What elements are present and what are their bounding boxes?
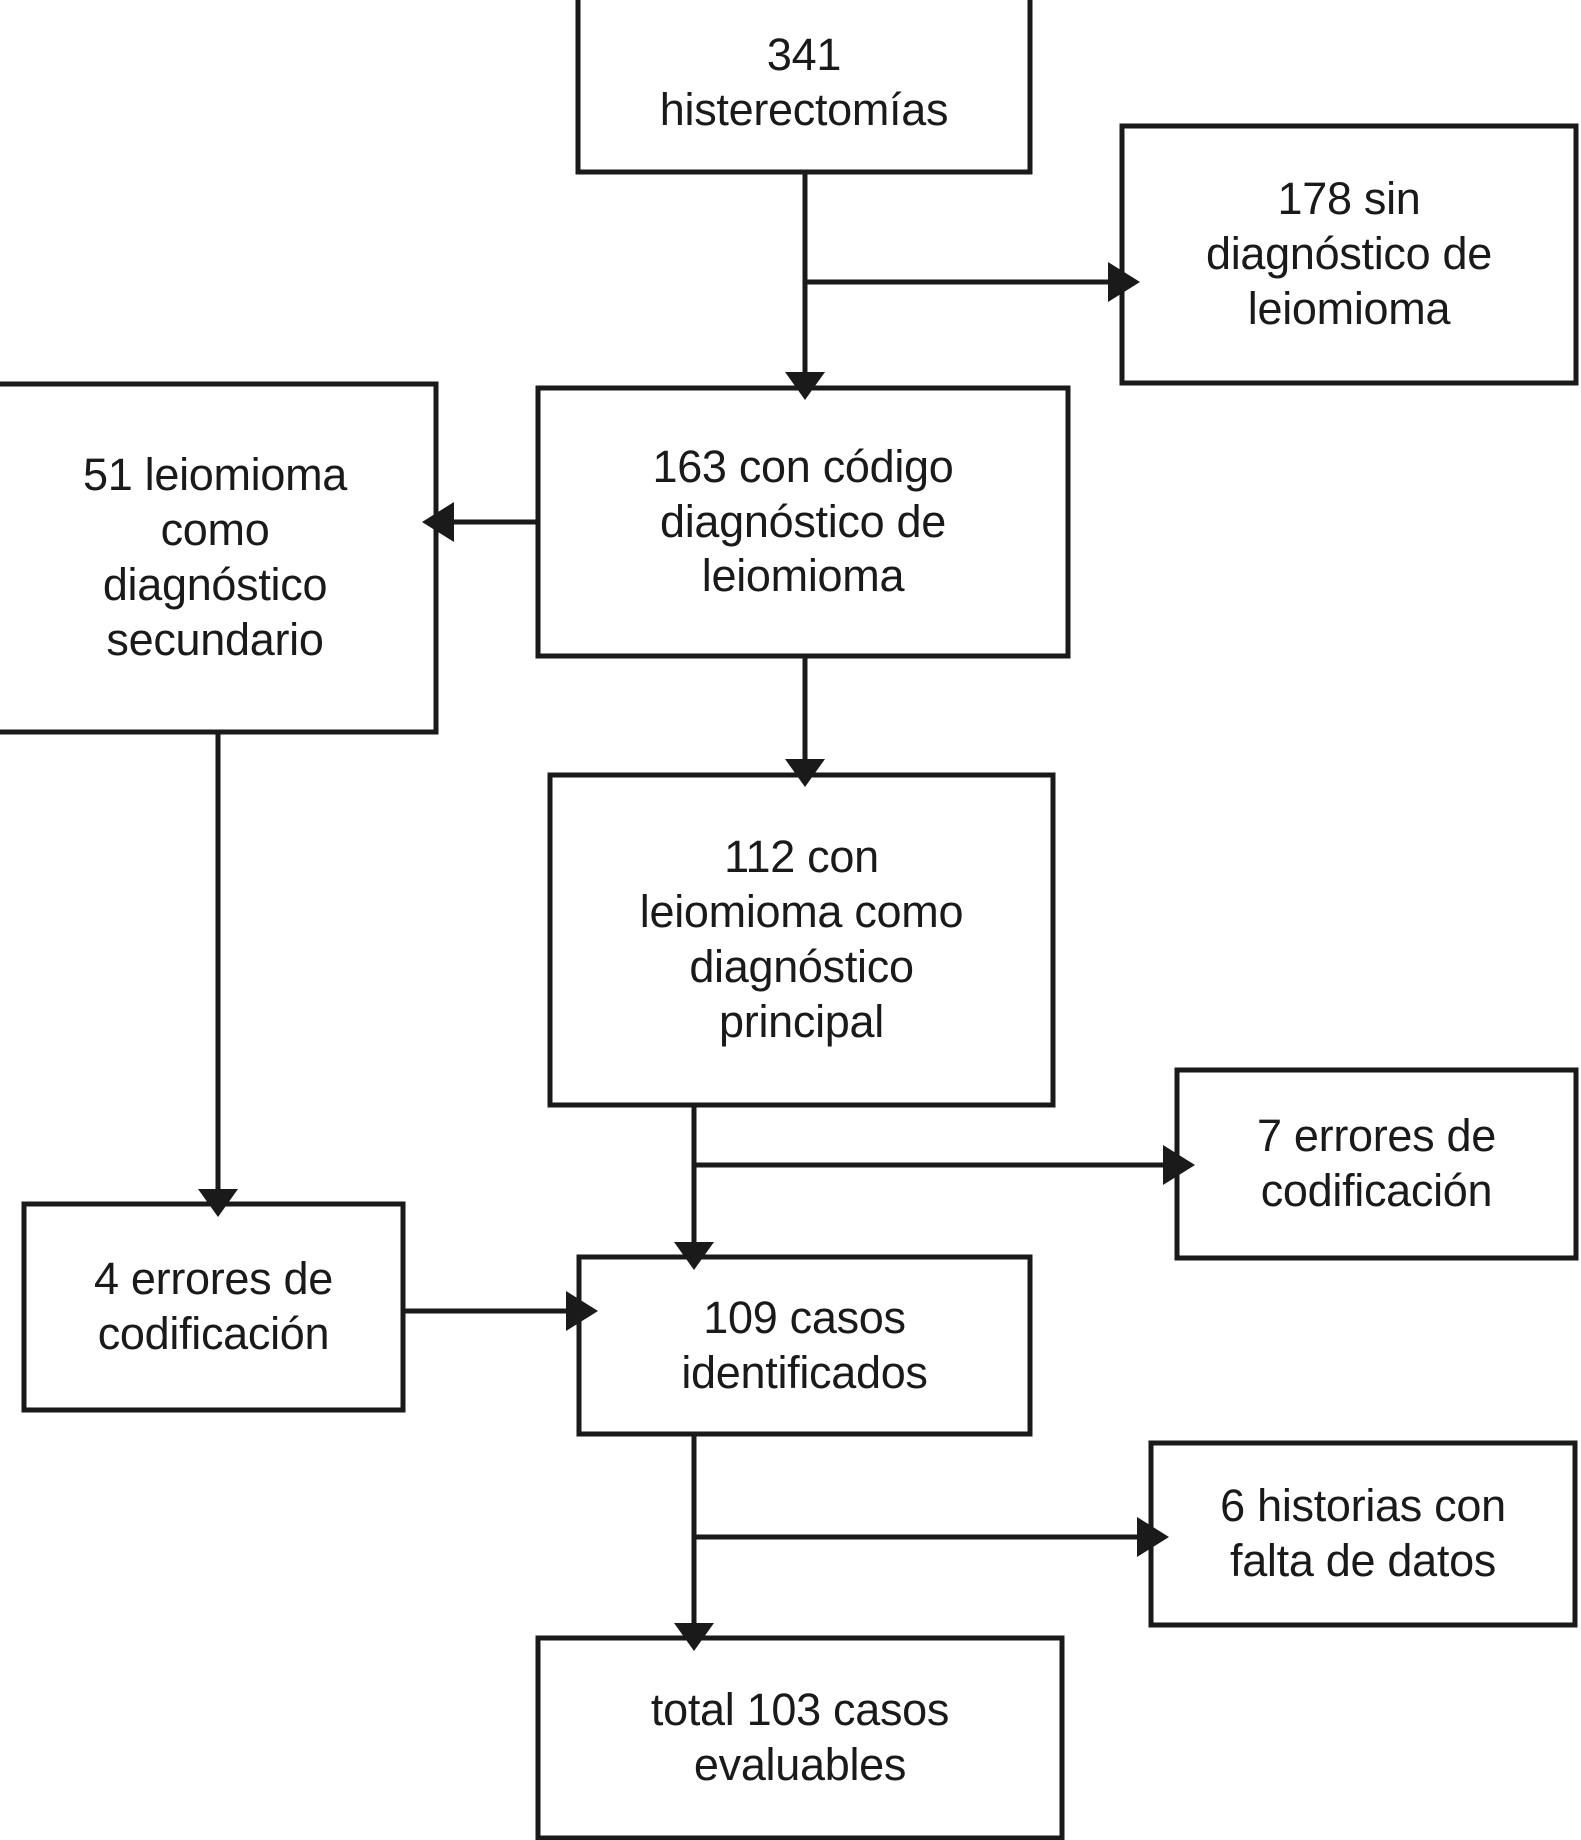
- arrowhead-right-to-6-historias: [1137, 1517, 1169, 1557]
- arrowhead-down-to-4-errores: [198, 1189, 238, 1217]
- node-rect-7-errores-codificacion: [1174, 1067, 1579, 1261]
- arrowhead-down-to-112: [785, 759, 825, 787]
- node-rect-109-casos-identificados: [576, 1254, 1033, 1437]
- edge-51-to-4-errores: [198, 732, 238, 1217]
- edge-112-to-109-and-7-errores: [674, 1105, 1195, 1270]
- arrowhead-right-to-7-errores: [1163, 1145, 1195, 1185]
- node-rect-total-103-casos: [535, 1635, 1065, 1840]
- arrowhead-left-to-51: [422, 502, 454, 542]
- arrowhead-down-to-total-103: [674, 1623, 714, 1651]
- node-rect-341-histerectomias: [575, 0, 1033, 175]
- node-rect-4-errores-codificacion: [21, 1201, 406, 1413]
- arrowhead-down-to-109: [674, 1242, 714, 1270]
- arrowhead-right-to-109: [566, 1291, 598, 1331]
- node-rect-112-diagnostico-principal: [547, 772, 1056, 1108]
- node-rect-178-sin-diagnostico: [1119, 123, 1579, 386]
- node-rect-6-historias-falta-datos: [1148, 1440, 1578, 1628]
- node-rect-51-leiomioma-secundario: [0, 381, 439, 735]
- edge-109-to-total-and-6-historias: [674, 1434, 1169, 1651]
- edge-341-to-163-and-178: [785, 172, 1140, 400]
- node-rect-163-con-codigo: [535, 385, 1071, 659]
- edge-4-errores-to-109: [403, 1291, 598, 1331]
- arrowhead-down-to-163: [785, 372, 825, 400]
- edge-163-to-112: [785, 656, 825, 787]
- arrowhead-right-to-178: [1108, 262, 1140, 302]
- edge-163-to-51-leiomioma: [422, 502, 538, 542]
